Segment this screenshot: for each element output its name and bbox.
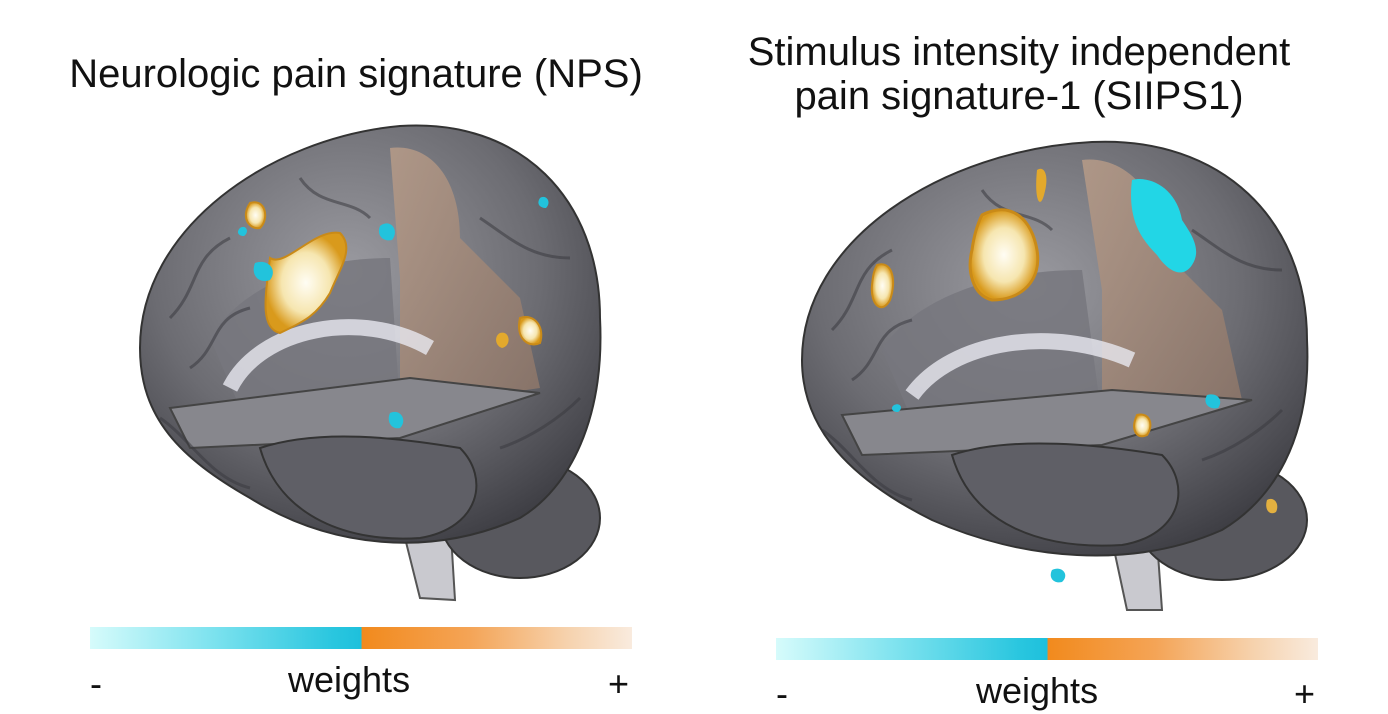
siips1-panel: Stimulus intensity independent pain sign…	[694, 0, 1388, 714]
nps-title-line-1: Neurologic pain signature (NPS)	[69, 52, 643, 96]
nps-colorbar-max-label: +	[608, 663, 630, 704]
nps-brain-image	[138, 124, 602, 602]
siips1-title-line-2: pain signature-1 (SIIPS1)	[794, 74, 1244, 118]
nps-colorbar	[90, 627, 632, 649]
nps-brain-render	[100, 118, 620, 608]
siips1-brain-render	[782, 140, 1322, 620]
siips1-brain-image	[800, 140, 1309, 611]
nps-colorbar-min-label: -	[90, 663, 102, 704]
nps-colorbar-center-label: weights	[288, 659, 411, 700]
siips1-colorbar-gradient	[776, 638, 1318, 660]
siips1-colorbar-max-label: +	[1294, 673, 1316, 714]
siips1-title: Stimulus intensity independent pain sign…	[694, 30, 1344, 118]
siips1-colorbar-center-label: weights	[976, 670, 1099, 711]
siips1-title-line-1: Stimulus intensity independent	[747, 30, 1291, 74]
siips1-colorbar	[776, 638, 1318, 660]
nps-panel: Neurologic pain signature (NPS)	[0, 0, 694, 713]
nps-title: Neurologic pain signature (NPS)	[0, 52, 712, 96]
siips1-colorbar-min-label: -	[776, 673, 788, 714]
nps-colorbar-gradient	[90, 627, 632, 649]
